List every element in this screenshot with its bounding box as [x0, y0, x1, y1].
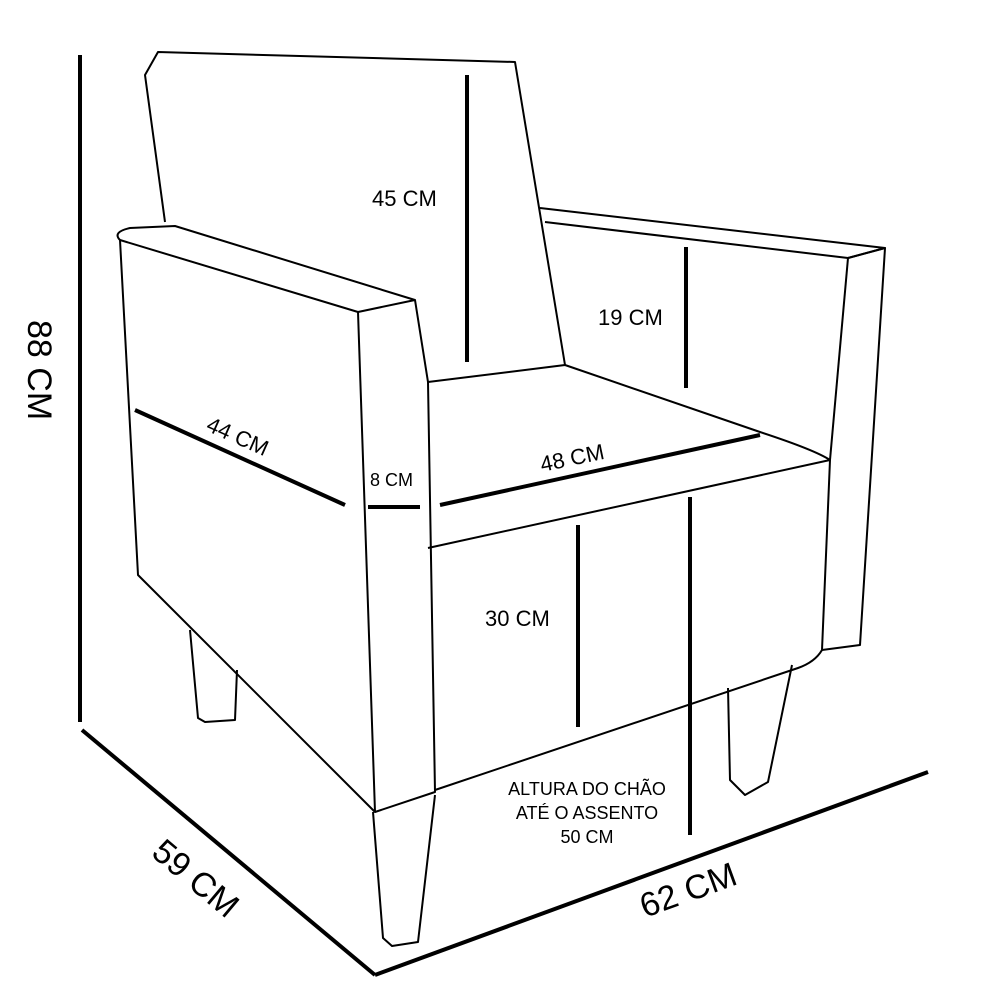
right-arm-top — [539, 207, 886, 259]
seat-cushion-top — [427, 364, 831, 549]
label-seat-height-line1: ALTURA DO CHÃO — [508, 778, 666, 799]
dimension-labels: 88 CM 59 CM 62 CM 45 CM 19 CM 44 CM 8 CM… — [20, 186, 742, 926]
seat-width-line — [439, 433, 761, 507]
left-arm-top — [116, 225, 416, 313]
label-62: 62 CM — [635, 856, 742, 926]
label-8: 8 CM — [370, 470, 413, 490]
right-arm-front — [821, 247, 886, 651]
label-seat-height-line2: ATÉ O ASSENTO — [516, 803, 658, 823]
label-88: 88 CM — [20, 320, 58, 420]
label-45: 45 CM — [372, 186, 437, 211]
label-44: 44 CM — [203, 412, 272, 461]
left-arm-side — [119, 239, 376, 813]
leg-front-left — [372, 794, 436, 947]
dimension-lines — [78, 55, 929, 977]
left-arm-front — [357, 299, 436, 813]
width-line — [374, 770, 929, 977]
arm-depth-line — [134, 408, 346, 507]
armchair-outline — [116, 51, 886, 947]
label-19: 19 CM — [598, 305, 663, 330]
label-59: 59 CM — [145, 832, 246, 925]
depth-line — [80, 728, 377, 977]
backrest — [144, 51, 566, 366]
seat-front — [434, 459, 831, 791]
label-30: 30 CM — [485, 606, 550, 631]
label-seat-height-value: 50 CM — [560, 827, 613, 847]
leg-back-left — [189, 629, 238, 723]
leg-front-right — [727, 664, 793, 796]
right-arm-inner — [829, 257, 849, 461]
